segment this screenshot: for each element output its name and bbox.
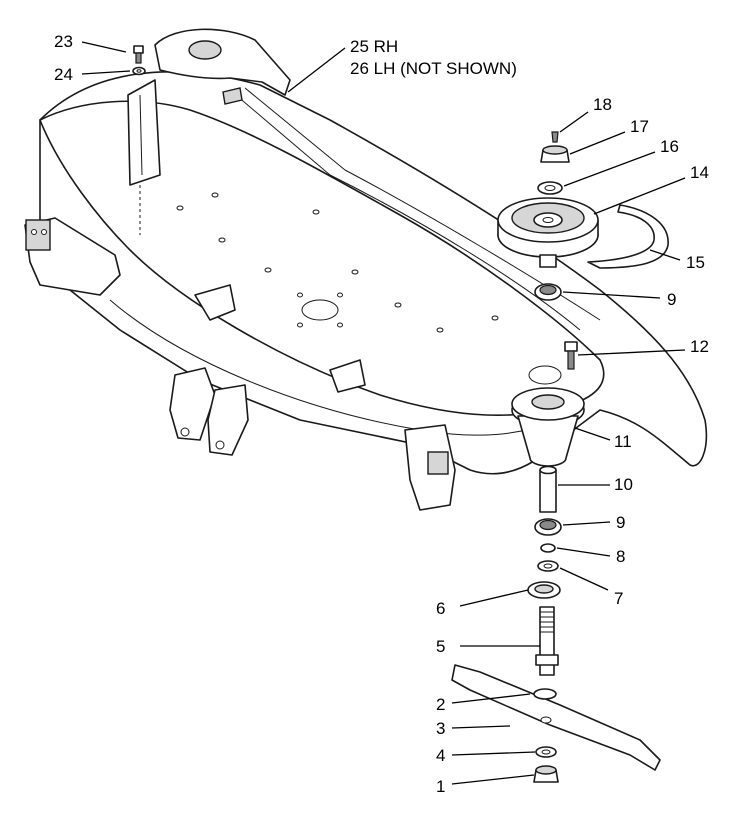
callout-12: 12 <box>690 337 709 356</box>
belt-cover-boss <box>188 40 222 60</box>
callout-6: 6 <box>436 599 445 618</box>
snap-ring-8 <box>540 543 556 553</box>
spindle-assembly <box>511 341 585 676</box>
bolt-12-head <box>564 341 578 352</box>
belt-cover-rail-2 <box>244 87 601 321</box>
bolt-12-shank <box>567 350 575 370</box>
deck-spindle-hole <box>528 365 562 385</box>
hole <box>180 427 190 437</box>
front-bracket-plate <box>427 451 449 475</box>
callout-4: 4 <box>436 746 445 765</box>
callout-25: 25 RH <box>350 37 398 56</box>
deck-top <box>39 100 605 416</box>
left-bracket-plate <box>25 219 51 251</box>
callout-16: 16 <box>660 137 679 156</box>
callout-9-lower: 9 <box>616 513 625 532</box>
deck-tab <box>194 284 236 321</box>
deck-lower-edge <box>109 299 561 436</box>
belt-guard-15 <box>587 204 669 269</box>
callout-15: 15 <box>686 253 705 272</box>
mower-deck <box>24 71 708 511</box>
callout-23: 23 <box>54 32 73 51</box>
leader-lines <box>81 41 686 785</box>
spindle-shaft-collar <box>535 654 559 666</box>
front-hanger-left <box>169 367 216 441</box>
pulley-assembly <box>497 131 669 301</box>
blade-washer-2 <box>533 688 557 700</box>
callout-26: 26 LH (NOT SHOWN) <box>350 59 517 78</box>
shaft-threads <box>540 611 554 633</box>
callout-1: 1 <box>436 777 445 796</box>
callout-8: 8 <box>616 547 625 566</box>
callout-9-upper: 9 <box>667 290 676 309</box>
grease-fitting-18 <box>551 131 559 143</box>
deck-tab <box>329 359 366 393</box>
callout-2: 2 <box>436 695 445 714</box>
callout-10: 10 <box>614 475 633 494</box>
belt-cover-rh <box>127 28 291 235</box>
callout-18: 18 <box>593 95 612 114</box>
bolt-shank <box>135 52 142 64</box>
blade-assembly <box>451 664 661 783</box>
belt-cover-top <box>154 28 291 96</box>
hole <box>31 229 37 235</box>
belt-cover-stud <box>222 87 243 105</box>
blade-center-hole <box>540 716 552 724</box>
callout-14: 14 <box>690 163 709 182</box>
hole <box>215 440 225 450</box>
front-hanger-right <box>207 384 249 456</box>
pulley-spacer <box>539 254 557 268</box>
callout-5: 5 <box>436 637 445 656</box>
spacer-tube-10 <box>539 469 557 513</box>
callout-labels: 23 24 25 RH 26 LH (NOT SHOWN) 18 17 16 1… <box>54 32 709 796</box>
belt-cover-rail <box>229 89 581 331</box>
bolt-23 <box>133 45 144 64</box>
hole <box>41 229 47 235</box>
callout-24: 24 <box>54 65 73 84</box>
callout-3: 3 <box>436 719 445 738</box>
bolt-head <box>133 45 144 54</box>
callout-11: 11 <box>614 432 632 451</box>
callout-7: 7 <box>614 589 623 608</box>
deck-bolt-holes <box>176 192 499 333</box>
callout-17: 17 <box>630 117 649 136</box>
belt-cover-leg <box>127 79 161 186</box>
deck-center-hole <box>301 299 339 321</box>
